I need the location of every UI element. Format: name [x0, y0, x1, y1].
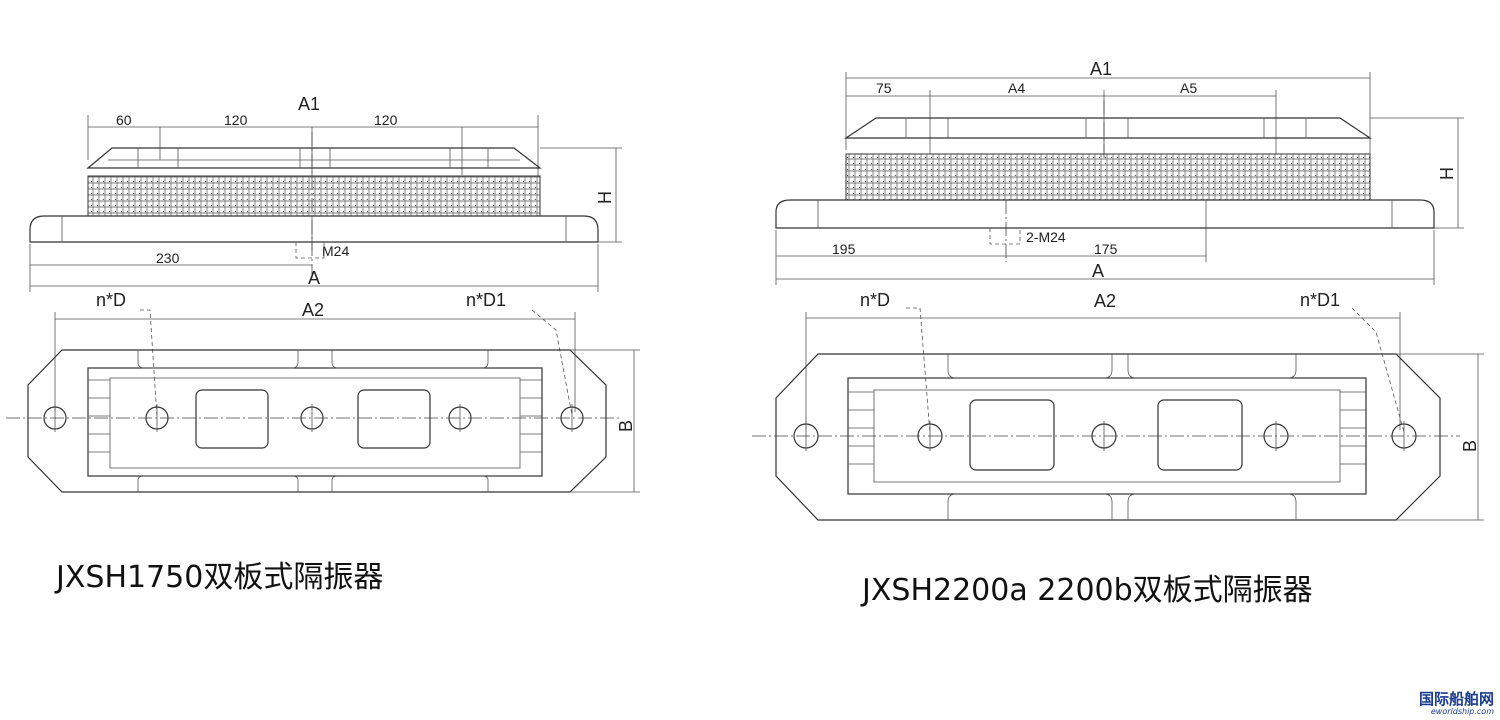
watermark-cn: 国际船舶网: [1418, 690, 1494, 708]
watermark-en: eworldship.com: [1430, 707, 1494, 716]
left-plan-view: A2 n*D n*D1: [6, 290, 640, 493]
right-plan-view: A2 n*D n*D1: [752, 290, 1484, 521]
label-a-right: A: [1092, 261, 1104, 281]
dim-a4: A4: [1008, 80, 1025, 96]
label-n-d: n*D: [96, 290, 126, 310]
right-title: JXSH2200a 2200b双板式隔振器: [860, 573, 1313, 608]
base-plate-right: [775, 199, 1435, 229]
label-a2: A2: [302, 300, 324, 320]
label-b: B: [616, 420, 636, 432]
label-n-d1-right: n*D1: [1300, 290, 1340, 310]
window-right: [357, 389, 431, 449]
window-right-right: [1157, 399, 1243, 471]
dim-60: 60: [116, 112, 132, 128]
label-a2-right: A2: [1094, 291, 1116, 311]
label-m24: M24: [322, 243, 349, 259]
top-plate-right: [844, 117, 1372, 139]
dim-75: 75: [876, 80, 892, 96]
rubber-layer: [87, 175, 541, 217]
dim-120-second: 120: [374, 112, 398, 128]
top-plate: [86, 147, 542, 169]
window-left: [195, 389, 269, 449]
label-n-d-right: n*D: [860, 290, 890, 310]
left-side-view: A1 60 120 120 M24 H 230 A: [29, 94, 622, 292]
label-a: A: [308, 268, 320, 288]
label-h-right: H: [1437, 167, 1457, 180]
label-n-d1: n*D1: [466, 290, 506, 310]
label-2-m24: 2-M24: [1026, 229, 1066, 245]
base-plate: [29, 215, 599, 243]
rubber-layer-right: [845, 153, 1371, 201]
right-side-view: A1 75 A4 A5 2-M24 H 195 175: [775, 59, 1464, 285]
inner-frame: [87, 367, 543, 477]
label-a1: A1: [298, 94, 320, 114]
label-h: H: [595, 191, 615, 204]
dim-a5: A5: [1180, 80, 1197, 96]
dim-230: 230: [156, 250, 180, 266]
dim-175: 175: [1094, 241, 1118, 257]
watermark-logo: 国际船舶网 eworldship.com: [1419, 691, 1494, 716]
base-outline: [27, 349, 607, 493]
window-left-right: [969, 399, 1055, 471]
label-a1-right: A1: [1090, 59, 1112, 79]
dim-120-first: 120: [224, 112, 248, 128]
label-b-right: B: [1460, 440, 1480, 452]
left-title: JXSH1750双板式隔振器: [54, 560, 383, 595]
dim-195: 195: [832, 241, 856, 257]
